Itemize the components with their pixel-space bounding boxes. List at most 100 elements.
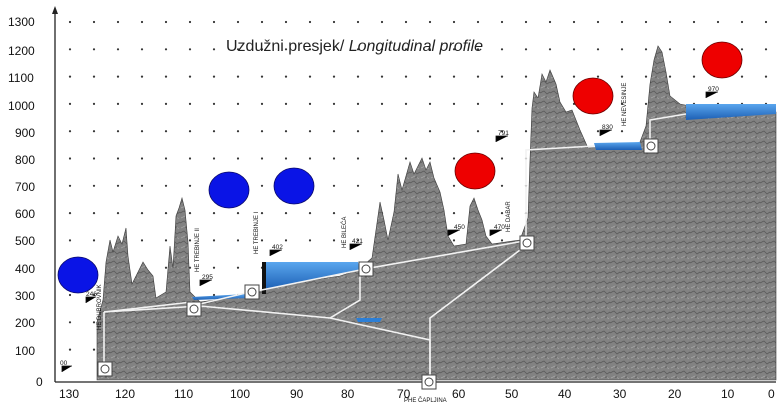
grid-dot <box>404 48 408 51</box>
x-tick: 50 <box>505 387 519 401</box>
y-tick: 300 <box>15 289 35 303</box>
grid-dot <box>356 184 360 187</box>
grid-dot <box>68 102 72 105</box>
grid-dot <box>284 212 288 215</box>
grid-dot <box>188 20 192 24</box>
grid-dot <box>716 20 720 24</box>
y-tick: 1300 <box>8 15 35 29</box>
grid-dot <box>332 184 336 187</box>
grid-dot <box>500 130 504 133</box>
grid-dot <box>68 130 72 133</box>
grid-dot <box>236 266 240 269</box>
grid-dot <box>452 239 456 242</box>
grid-dot <box>284 157 288 160</box>
grid-dot <box>188 130 192 133</box>
grid-dot <box>404 102 408 105</box>
grid-dot <box>92 239 96 242</box>
blue-marker <box>57 256 99 294</box>
x-tick: 10 <box>721 387 735 401</box>
grid-dot <box>284 130 288 133</box>
grid-dot <box>92 102 96 105</box>
grid-dot <box>500 20 504 24</box>
grid-dot <box>500 157 504 160</box>
grid-dot <box>260 48 264 51</box>
y-tick: 900 <box>15 126 35 140</box>
blue-markers <box>57 167 315 294</box>
grid-dot <box>452 102 456 105</box>
grid-dot <box>308 239 312 242</box>
grid-dot <box>116 75 120 78</box>
grid-dot <box>236 212 240 215</box>
grid-dot <box>164 157 168 160</box>
x-tick: 130 <box>59 387 79 401</box>
grid-dot <box>380 48 384 51</box>
station-bileca-icon <box>358 261 374 277</box>
reservoir-small-dam-line <box>356 318 382 322</box>
grid-dot <box>452 130 456 133</box>
grid-dot <box>140 157 144 160</box>
grid-dot <box>452 157 456 160</box>
grid-dot <box>212 293 216 297</box>
grid-dot <box>476 20 480 24</box>
grid-dot <box>500 212 504 215</box>
grid-dot <box>332 75 336 78</box>
grid-dot <box>68 293 72 297</box>
y-tick: 800 <box>15 153 35 167</box>
elev-tag-00: 00 <box>60 360 68 367</box>
grid-dot <box>332 48 336 51</box>
grid-dot <box>212 48 216 51</box>
grid-dot <box>692 20 696 24</box>
y-axis-arrow-icon <box>52 6 58 14</box>
grid-dot <box>140 75 144 78</box>
blue-marker <box>208 171 250 209</box>
x-tick: 0 <box>768 387 775 401</box>
reservoir-nevesinje <box>594 142 642 150</box>
grid-dot <box>644 20 648 24</box>
grid-dot <box>380 130 384 133</box>
grid-dot <box>308 102 312 105</box>
x-tick: 20 <box>668 387 682 401</box>
grid-dot <box>428 20 432 24</box>
grid-dot <box>620 130 624 133</box>
grid-dot <box>308 48 312 51</box>
grid-dot <box>356 239 360 242</box>
grid-dot <box>620 75 624 78</box>
grid-dot <box>260 212 264 215</box>
grid-dot <box>356 75 360 78</box>
station-label-he-dabar: HE DABAR <box>506 201 512 232</box>
grid-dot <box>332 130 336 133</box>
grid-dot <box>332 102 336 105</box>
y-tick: 500 <box>15 234 35 248</box>
grid-dot <box>188 212 192 215</box>
x-tick: 90 <box>290 387 304 401</box>
elev-tag-421: 421 <box>352 238 363 245</box>
grid-dot <box>260 239 264 242</box>
grid-dot <box>596 20 600 24</box>
grid-dot <box>404 157 408 160</box>
grid-dot <box>692 75 696 78</box>
grid-dot <box>668 48 672 51</box>
grid-dot <box>260 130 264 133</box>
grid-dot <box>668 75 672 78</box>
grid-dot <box>68 20 72 24</box>
grid-dot <box>116 102 120 105</box>
red-markers <box>454 41 743 190</box>
elev-tag-246: 246 <box>86 291 97 298</box>
grid-dot <box>308 75 312 78</box>
grid-dot <box>236 157 240 160</box>
grid-dot <box>188 266 192 269</box>
grid-dot <box>380 20 384 24</box>
grid-dot <box>764 48 768 51</box>
grid-dot <box>116 184 120 187</box>
grid-dot <box>644 48 648 51</box>
grid-dot <box>620 102 624 105</box>
blue-marker <box>273 167 315 205</box>
x-tick: 70 <box>397 387 411 401</box>
grid-dot <box>284 75 288 78</box>
y-tick: 100 <box>15 344 35 358</box>
grid-dot <box>116 130 120 133</box>
grid-dot <box>404 130 408 133</box>
grid-dot <box>68 48 72 51</box>
elevation-tags <box>61 91 718 372</box>
